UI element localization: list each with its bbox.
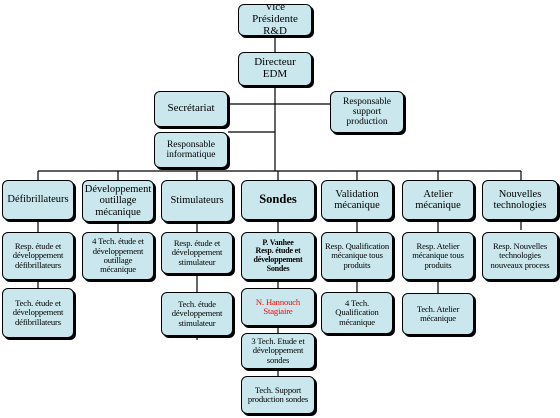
box-responsable-support-production: Responsable support production — [330, 91, 404, 133]
box-dept-nouvelles-technologies: Nouvelles technologies — [482, 180, 558, 220]
box-resp-qualification: Resp. Qualification mécanique tous produ… — [321, 232, 393, 280]
box-tech-outillage: 4 Tech. étude et développement outillage… — [82, 232, 154, 280]
box-responsable-informatique: Responsable informatique — [154, 132, 228, 168]
box-dept-validation-mecanique: Validation mécanique — [321, 180, 393, 220]
box-directeur: Directeur EDM — [238, 52, 312, 86]
box-dept-defibrillateurs: Défibrillateurs — [2, 180, 74, 220]
box-dept-developpement-outillage: Développement outillage mécanique — [82, 180, 154, 222]
box-resp-stimulateur: Resp. étude et développement stimulateur — [161, 232, 233, 274]
box-tech-stimulateur: Tech. étude développement stimulateur — [161, 292, 233, 336]
box-resp-atelier: Resp. Atelier mécanique tous produits — [402, 232, 474, 280]
box-dept-sondes: Sondes — [241, 180, 315, 220]
box-dept-stimulateurs: Stimulateurs — [161, 180, 233, 222]
box-tech-atelier: Tech. Atelier mécanique — [402, 293, 474, 335]
box-vice-presidente: Vice Présidente R&D — [238, 4, 312, 36]
box-dept-atelier-mecanique: Atelier mécanique — [402, 180, 474, 220]
box-secretariat: Secrétariat — [154, 91, 228, 127]
box-tech-defibrillateurs: Tech. étude et développement défibrillat… — [2, 288, 74, 338]
box-tech-qualification: 4 Tech. Qualification mécanique — [321, 292, 393, 334]
box-resp-sondes: P. Vanhee Resp. étude et développement S… — [241, 232, 315, 280]
box-resp-nouvelles-technologies: Resp. Nouvelles technologies nouveaux pr… — [482, 232, 558, 280]
box-tech-etude-sondes: 3 Tech. Etude et développement sondes — [241, 333, 315, 369]
box-tech-support-sondes: Tech. Support production sondes — [241, 376, 315, 414]
box-resp-defibrillateurs: Resp. étude et développement défibrillat… — [2, 232, 74, 280]
box-stagiaire-sondes: N. Hannouch Stagiaire — [241, 288, 315, 326]
